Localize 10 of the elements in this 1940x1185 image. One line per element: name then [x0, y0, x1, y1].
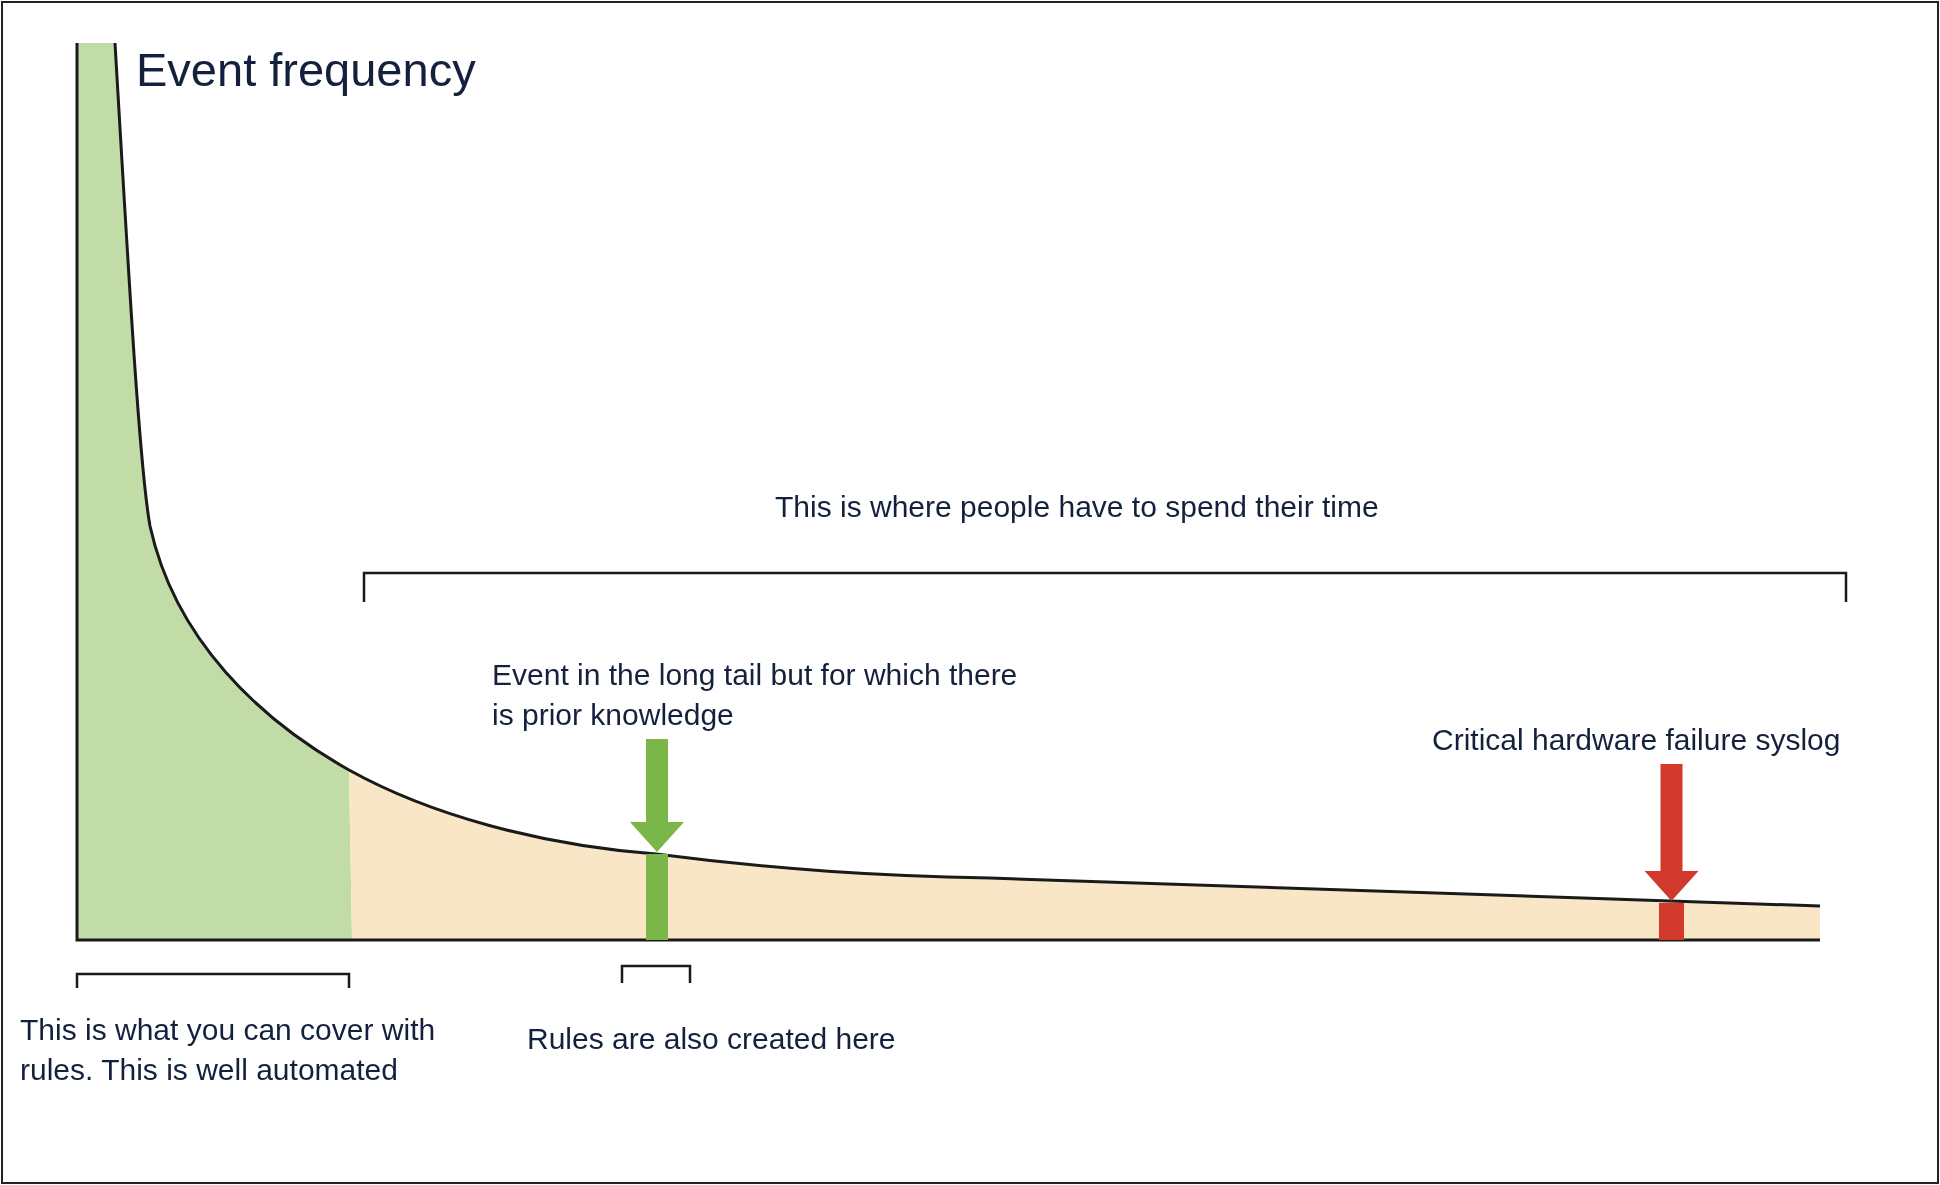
axis-title: Event frequency — [136, 42, 476, 98]
marker-bar — [1659, 903, 1684, 940]
marker-bar — [646, 854, 668, 940]
bracket-label: This is what you can cover with rules. This is well automated — [20, 1012, 437, 1088]
annotation-text: Critical hardware failure syslog — [1432, 720, 1841, 760]
bracket-label: Rules are also created here — [527, 1021, 896, 1057]
arrow — [630, 739, 684, 852]
annotation-text: Event in the long tail but for which there is prior knowledge — [492, 655, 1032, 735]
bracket-label: This is where people have to spend their time — [775, 489, 1379, 525]
arrow — [1644, 764, 1699, 901]
